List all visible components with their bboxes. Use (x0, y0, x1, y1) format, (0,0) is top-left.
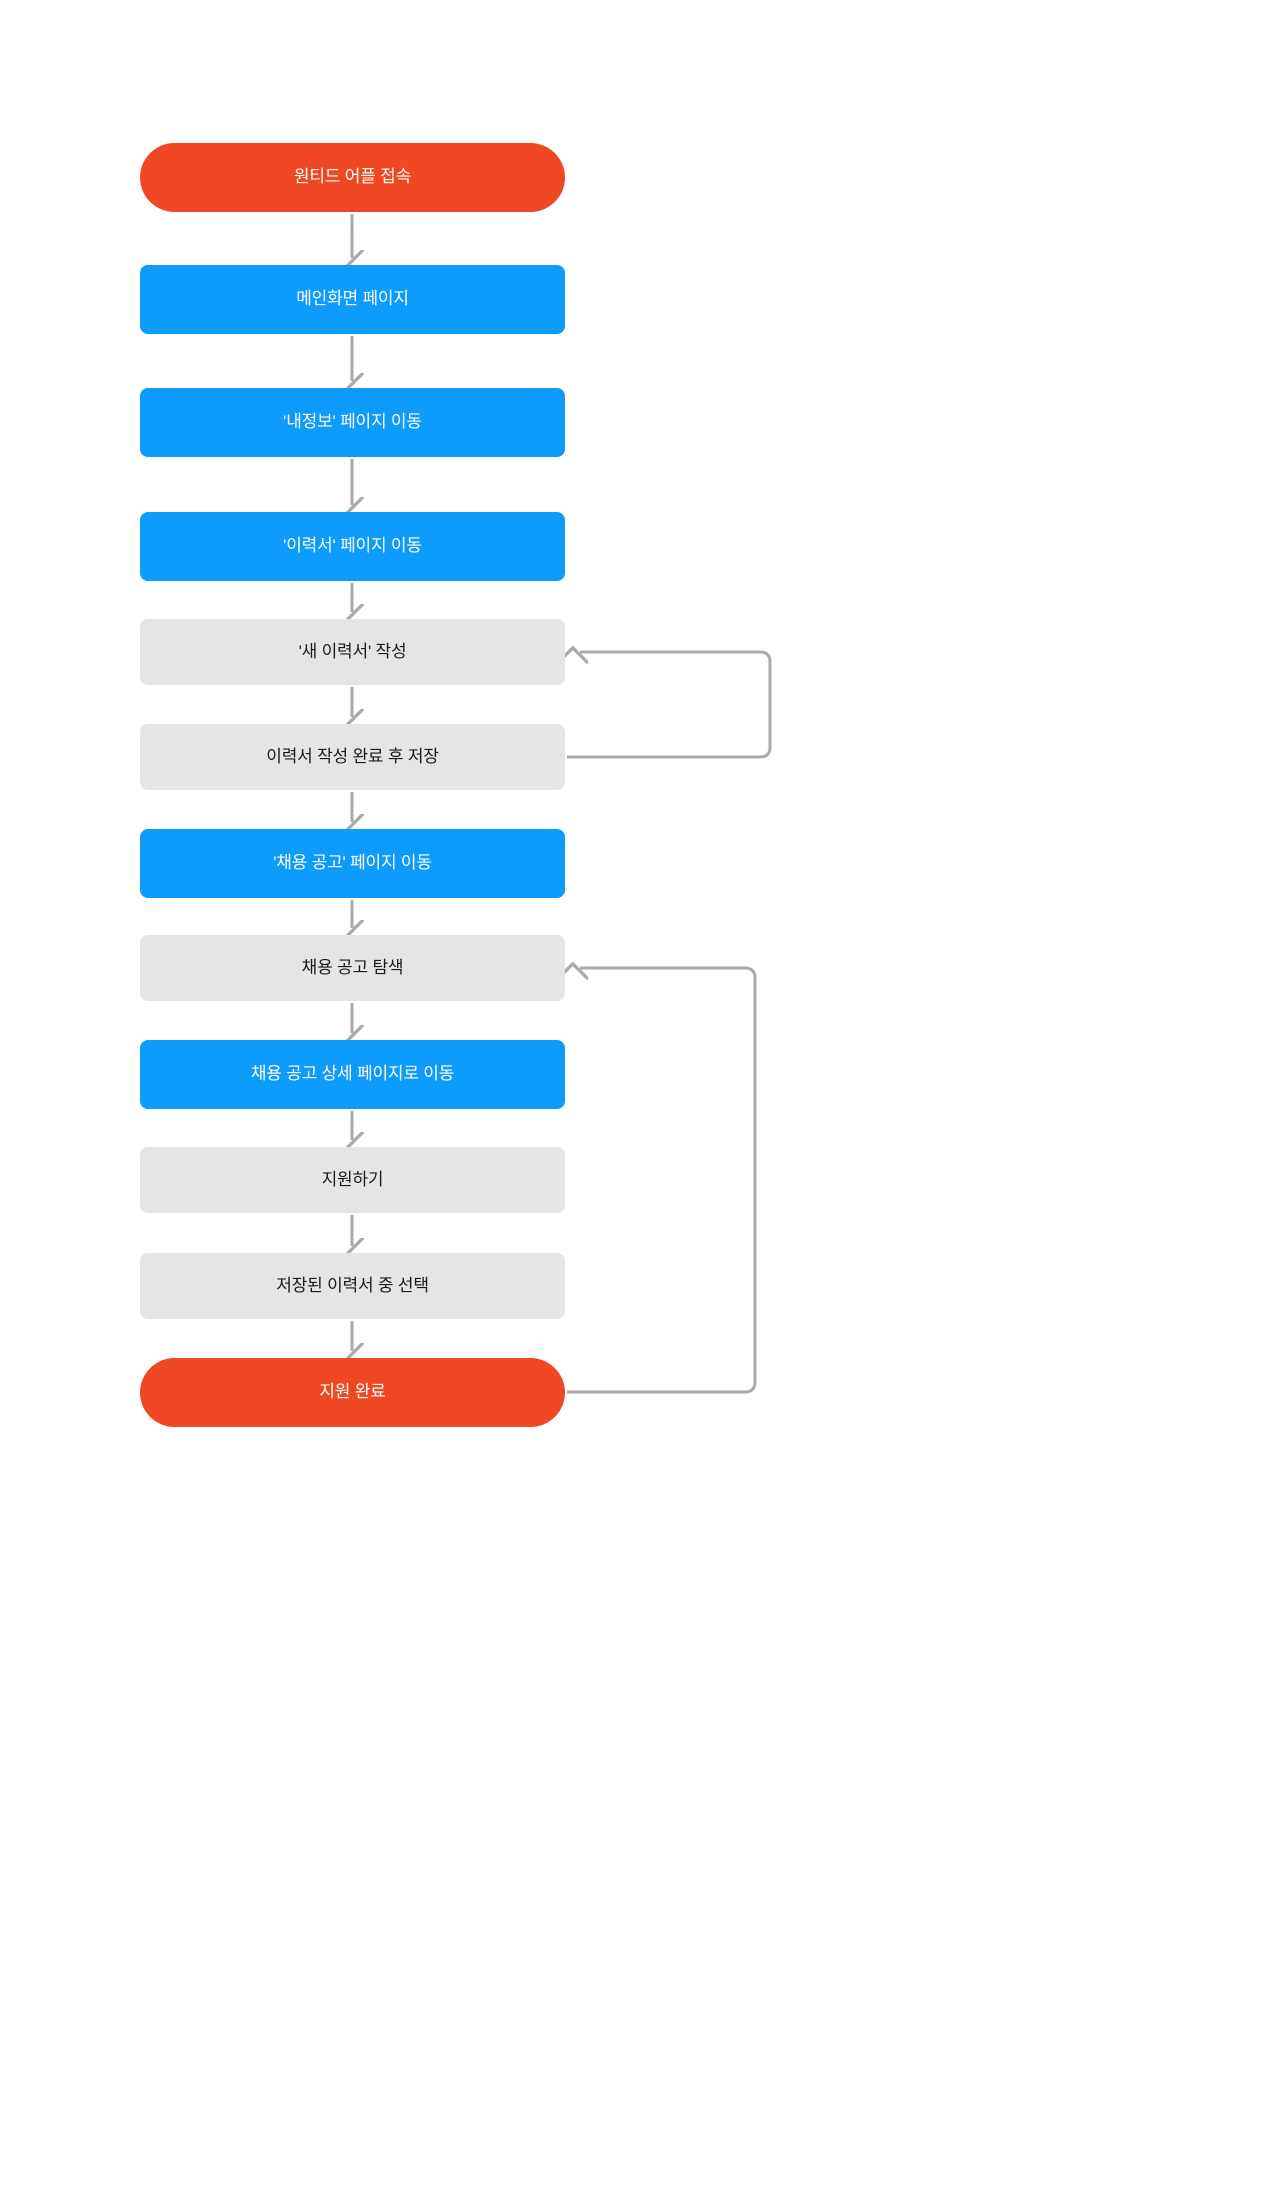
node-main-screen-page[interactable]: 메인화면 페이지 (140, 265, 565, 334)
node-label: 지원하기 (321, 1169, 384, 1189)
node-label: 채용 공고 상세 페이지로 이동 (250, 1064, 455, 1084)
node-job-posting-detail-page[interactable]: 채용 공고 상세 페이지로 이동 (140, 1040, 565, 1109)
node-label: 저장된 이력서 중 선택 (276, 1275, 429, 1295)
edge-loop-resume (567, 652, 772, 759)
node-label: 채용 공고 탐색 (301, 957, 404, 977)
node-resume-page[interactable]: '이력서' 페이지 이동 (140, 512, 565, 581)
node-label: '내정보' 페이지 이동 (283, 412, 422, 432)
edge-loop-apply (567, 968, 757, 1394)
node-select-saved-resume[interactable]: 저장된 이력서 중 선택 (140, 1253, 565, 1319)
node-label: 지원 완료 (319, 1382, 386, 1402)
node-apply[interactable]: 지원하기 (140, 1147, 565, 1213)
node-create-new-resume[interactable]: '새 이력서' 작성 (140, 619, 565, 685)
node-label: '새 이력서' 작성 (298, 641, 407, 661)
node-browse-job-postings[interactable]: 채용 공고 탐색 (140, 935, 565, 1001)
node-label: '이력서' 페이지 이동 (283, 536, 422, 556)
node-application-complete[interactable]: 지원 완료 (140, 1358, 565, 1427)
node-label: '채용 공고' 페이지 이동 (273, 853, 432, 873)
node-label: 이력서 작성 완료 후 저장 (266, 746, 439, 766)
node-label: 메인화면 페이지 (296, 289, 409, 309)
node-job-postings-page[interactable]: '채용 공고' 페이지 이동 (140, 829, 565, 898)
node-label: 원티드 어플 접속 (293, 167, 412, 187)
node-start-app-access[interactable]: 원티드 어플 접속 (140, 143, 565, 212)
node-save-resume[interactable]: 이력서 작성 완료 후 저장 (140, 724, 565, 790)
node-my-info-page[interactable]: '내정보' 페이지 이동 (140, 388, 565, 457)
